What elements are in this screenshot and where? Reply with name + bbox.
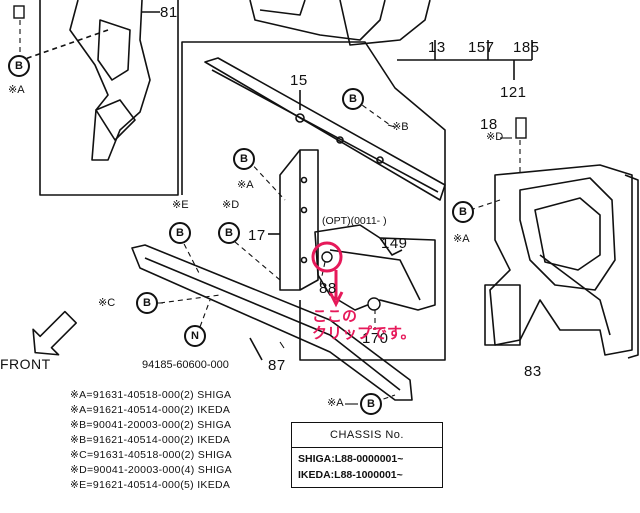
part-number-185: 185 xyxy=(513,39,540,56)
annotation-line-2: クリップです。 xyxy=(312,324,416,342)
part-number-label: 94185-60600-000 xyxy=(142,359,229,371)
footnote-line: ※C=91631-40518-000(2) SHIGA xyxy=(70,449,232,461)
marker-xa: ※A xyxy=(327,397,344,409)
footnote-line: ※B=91621-40514-000(2) IKEDA xyxy=(70,434,231,446)
marker-xa: ※A xyxy=(453,233,470,245)
marker-xa: ※A xyxy=(8,84,25,96)
part-number-87: 87 xyxy=(268,357,286,374)
clip-annotation: ここの クリップです。 xyxy=(312,308,416,342)
marker-b-circle: B xyxy=(136,292,158,314)
marker-n-circle: N xyxy=(184,325,206,347)
chassis-header: CHASSIS No. xyxy=(292,423,442,448)
part-number-121: 121 xyxy=(500,84,527,101)
chassis-table: CHASSIS No. SHIGA:L88-0000001~ IKEDA:L88… xyxy=(291,422,443,488)
marker-xe: ※E xyxy=(172,199,189,211)
part-number-170: 170 xyxy=(362,330,389,347)
marker-b-circle: B xyxy=(8,55,30,77)
chassis-row-ikeda: IKEDA:L88-1000001~ xyxy=(298,469,403,481)
marker-b-circle: B xyxy=(452,201,474,223)
footnote-line: ※D=90041-20003-000(4) SHIGA xyxy=(70,464,232,476)
highlight-marker xyxy=(311,241,344,308)
part-number-17: 17 xyxy=(248,227,266,244)
footnote-line: ※B=90041-20003-000(2) SHIGA xyxy=(70,419,232,431)
marker-xa: ※A xyxy=(237,179,254,191)
part-number-18: 18 xyxy=(480,116,498,133)
opt-label: (OPT)(0011- ) xyxy=(322,215,387,227)
marker-xb: ※B xyxy=(392,121,409,133)
part-number-15: 15 xyxy=(290,72,308,89)
footnote-line: ※E=91621-40514-000(5) IKEDA xyxy=(70,479,231,491)
part-number-81: 81 xyxy=(160,4,178,21)
part-number-157: 157 xyxy=(468,39,495,56)
marker-xd: ※D xyxy=(222,199,240,211)
front-label: FRONT xyxy=(0,356,51,372)
marker-b-circle: B xyxy=(342,88,364,110)
part-number-83: 83 xyxy=(524,363,542,380)
marker-b-circle: B xyxy=(169,222,191,244)
marker-b-circle: B xyxy=(233,148,255,170)
annotation-line-1: ここの xyxy=(312,307,358,325)
chassis-row-shiga: SHIGA:L88-0000001~ xyxy=(298,453,404,465)
marker-xd: ※D xyxy=(486,131,504,143)
part-number-13: 13 xyxy=(428,39,446,56)
marker-xc: ※C xyxy=(98,297,116,309)
footnote-line: ※A=91631-40518-000(2) SHIGA xyxy=(70,389,232,401)
part-number-88: 88 xyxy=(319,280,337,297)
footnote-line: ※A=91621-40514-000(2) IKEDA xyxy=(70,404,231,416)
marker-b-circle: B xyxy=(218,222,240,244)
marker-b-circle: B xyxy=(360,393,382,415)
part-number-149: 149 xyxy=(381,235,408,252)
